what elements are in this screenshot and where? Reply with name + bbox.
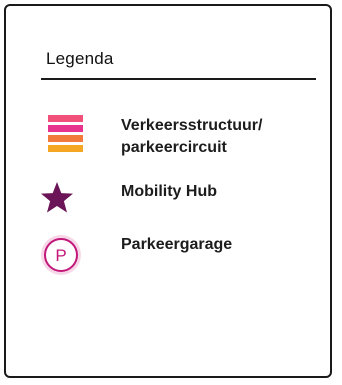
svg-text:P: P — [55, 246, 66, 265]
stripe-1 — [48, 115, 83, 122]
star-icon — [40, 181, 74, 220]
legend-label-line-2: parkeercircuit — [121, 139, 227, 156]
stripe-2 — [48, 125, 83, 132]
stripe-3 — [48, 135, 83, 142]
legend-title: Legenda — [46, 49, 114, 68]
legend-panel: Legenda Verkeersstructuur/ parkeercircui… — [4, 4, 332, 378]
legend-label-verkeersstructuur: Verkeersstructuur/ parkeercircuit — [121, 115, 262, 159]
legend-label-parkeergarage: Parkeergarage — [121, 236, 233, 253]
legend-label-mobility-hub: Mobility Hub — [121, 183, 217, 200]
legend-label-line-1: Verkeersstructuur/ — [121, 117, 263, 134]
parking-icon: P — [38, 232, 84, 283]
legend-divider — [41, 78, 316, 80]
stripes-icon — [40, 115, 83, 155]
stripe-4 — [48, 145, 83, 152]
